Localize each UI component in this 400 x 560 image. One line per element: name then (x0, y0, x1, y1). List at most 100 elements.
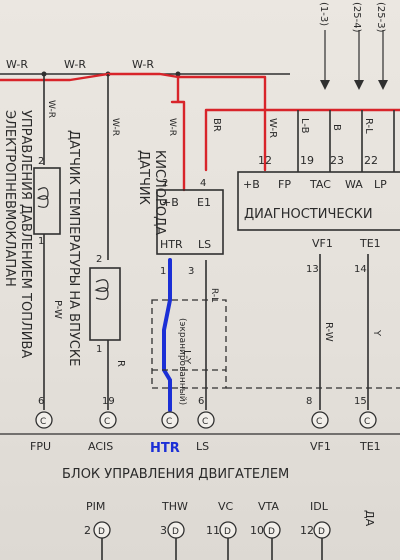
diag-pin-13: 13 (306, 264, 319, 275)
ecu-terminal-te1 (359, 411, 377, 429)
ecu-bottom-pin-11: 11 (206, 524, 220, 537)
ecu-label-ls: LS (196, 440, 209, 453)
ecu-terminal-vf1 (311, 411, 329, 429)
acis-coil-icon (94, 279, 109, 300)
ecu-bottom-label-vta: VTA (258, 500, 279, 513)
ecu-d-glyph-4: D (268, 527, 275, 537)
acis-component-box (89, 267, 121, 341)
ecu-c-glyph-6: C (364, 417, 370, 427)
acis-wire-code: W-R (110, 118, 120, 136)
diag-wire-code-4: R-L (363, 118, 374, 134)
ecu-c-glyph-5: C (316, 417, 322, 427)
red-heater-feed-wire (170, 75, 186, 192)
ecu-label-htr-highlight: HTR (150, 441, 180, 456)
diagnostic-connector-box (237, 171, 400, 231)
top-wire-label-2: (25-4) (351, 2, 362, 33)
ecu-terminal-acis (99, 411, 117, 429)
diag-output-wires (319, 254, 369, 410)
vsv-lower-wire-code: P-W (52, 300, 63, 319)
ecu-c-glyph-4: C (202, 417, 208, 427)
ecu-c-glyph-1: C (40, 417, 46, 427)
ecu-c-glyph-2: C (104, 417, 110, 427)
shield-label: (экранированный) (177, 318, 187, 405)
top-bus-wire-code-2: W-R (64, 58, 86, 71)
ecu-d-glyph-2: D (172, 527, 179, 537)
shield-wire-code: L-Y (181, 350, 192, 365)
o2-terminal-e1: E1 (197, 196, 211, 209)
vf1-ecu-pin: 8 (306, 396, 312, 407)
o2-terminal-htr: HTR (160, 238, 183, 251)
o2-pin-ls-num: 3 (188, 266, 194, 277)
ecu-d-glyph-5: D (318, 527, 325, 537)
ecu-terminal-ls (197, 411, 215, 429)
ecu-bottom-pin-3: 3 (160, 524, 167, 537)
htr-highlight-wire (162, 258, 172, 412)
acis-pin-bottom: 1 (96, 344, 102, 355)
diag-wire-code-2: L-B (299, 118, 310, 134)
diag-wire-code-1: W-R (267, 118, 278, 138)
diag-terminal-vf1: VF1 (312, 237, 333, 250)
ecu-d-glyph-3: D (224, 527, 231, 537)
vsv-ecu-pin: 6 (38, 396, 44, 407)
ecu-c-glyph-3: C (166, 417, 172, 427)
diag-title: ДИАГНОСТИЧЕСКИ (244, 207, 373, 222)
ecu-bottom-wires (101, 538, 323, 560)
ls-wire-code: R-L (209, 288, 219, 302)
bus-junction-3 (175, 71, 181, 77)
o2-pin-e1-num: 4 (200, 178, 206, 189)
ecu-terminal-fpu (35, 411, 53, 429)
diag-terminal-te1: TE1 (359, 237, 381, 250)
o2-pin-htr-num: 1 (160, 266, 166, 277)
diag-terminal-fp: FP (278, 178, 291, 191)
ecu-title: БЛОК УПРАВЛЕНИЯ ДВИГАТЕЛЕМ (62, 467, 289, 482)
ecu-terminal-htr (161, 411, 179, 429)
diag-feed-wires (297, 110, 395, 172)
o2-sensor-box (156, 189, 224, 255)
top-right-wires (324, 30, 384, 80)
ecu-bottom-label-thw: THW (161, 500, 188, 513)
ecu-bottom-pin-2: 2 (84, 524, 91, 537)
diag-pin-12: 12 (258, 154, 272, 167)
ecu-bottom-right-label: ДА (363, 510, 376, 527)
diag-pin-14: 14 (354, 264, 367, 275)
top-bus-wire-code-1: W-R (6, 58, 28, 71)
top-wire-label-1: (1-3) (318, 2, 329, 26)
vsv-title-line-2: УПРАВЛЕНИЯ ДАВЛЕНИЕМ ТОПЛИВА (18, 110, 33, 358)
ecu-d-glyph-1: D (98, 527, 105, 537)
diag-terminal-plus-b: +B (243, 178, 260, 191)
top-right-arrows (320, 80, 388, 90)
ecu-label-vf1: VF1 (310, 440, 331, 453)
red-power-wire (0, 72, 267, 172)
acis-lower-wire-code: R (115, 360, 126, 367)
ecu-bottom-pin-10: 10 (250, 524, 264, 537)
diag-wire-code-3: B (331, 124, 342, 131)
ecu-bottom-label-idl: IDL (310, 500, 329, 513)
acis-pin-top: 2 (96, 254, 102, 265)
te1-ecu-pin: 15 (354, 396, 367, 407)
diag-pin-23: 23 (330, 154, 344, 167)
o2-pin-plus-b-num: 2 (162, 178, 168, 189)
ls-ecu-pin: 6 (198, 396, 204, 407)
ecu-label-te1: TE1 (359, 440, 381, 453)
o2-terminal-plus-b: +B (162, 196, 179, 209)
o2-title-line-2: КИСЛОРОДА (152, 150, 167, 235)
ecu-bottom-label-pim: PIM (86, 500, 105, 513)
shield-ground-dashed (152, 369, 400, 389)
diag-terminal-tac: TAC (309, 178, 331, 191)
o2-terminal-ls: LS (198, 238, 211, 251)
o2-title-line-1: ДАТЧИК (136, 150, 151, 205)
te1-wire-code: Y (371, 329, 382, 337)
vsv-title-line-1: ЭЛЕКТРОПНЕВМОКЛАПАН (2, 110, 17, 287)
vsv-coil-icon (36, 187, 49, 208)
vf1-wire-code: R-W (323, 322, 334, 342)
vsv-pin-top: 2 (38, 156, 44, 167)
ecu-label-acis: ACIS (88, 440, 113, 453)
top-wire-label-3: (25-3) (375, 2, 386, 33)
diag-terminal-wa: WA (345, 178, 363, 191)
vsv-wire-code: W-R (46, 100, 56, 118)
vsv-pin-bottom: 1 (38, 236, 44, 247)
vsv-component-box (33, 167, 61, 235)
diag-pin-22: 22 (364, 154, 378, 167)
